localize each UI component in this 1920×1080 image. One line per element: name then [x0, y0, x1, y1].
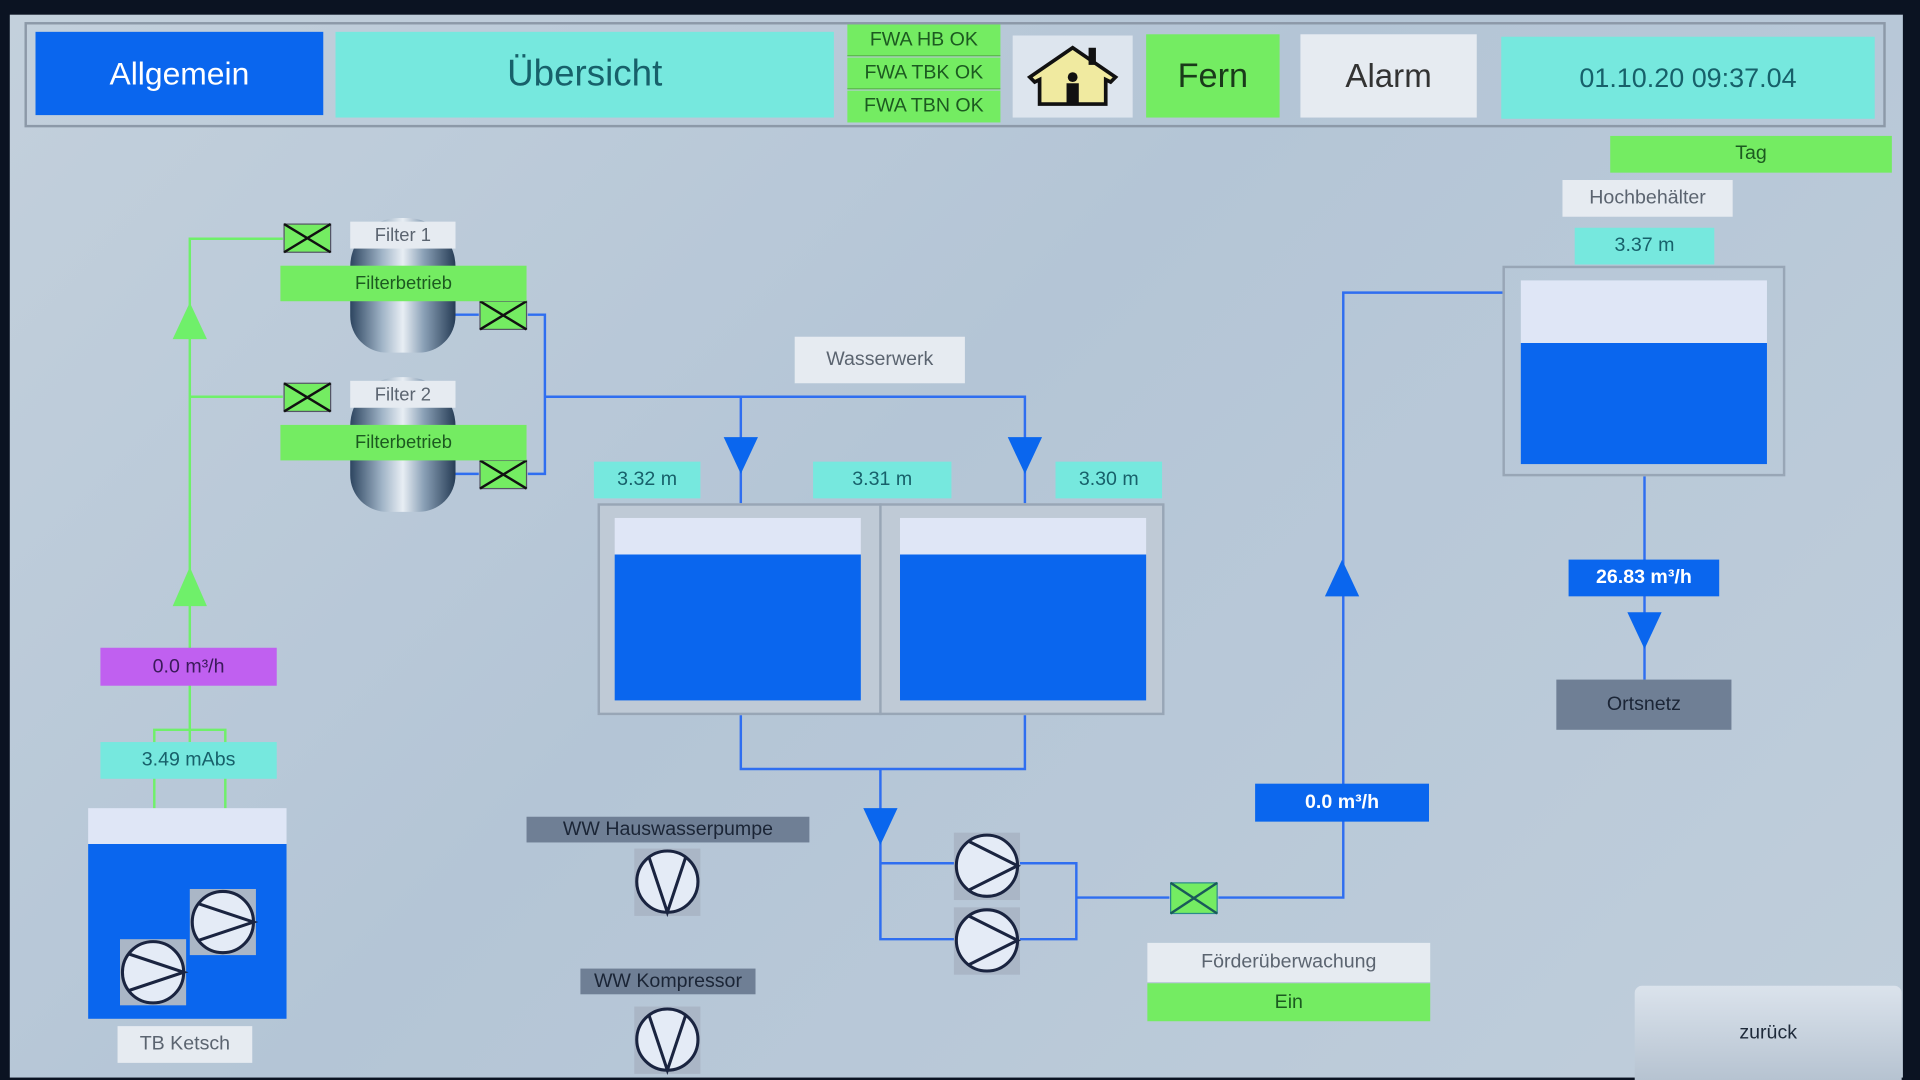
alarm-button[interactable]: Alarm	[1300, 34, 1477, 118]
filter-1-state: Filterbetrieb	[280, 265, 527, 302]
valve-icon[interactable]	[1169, 881, 1218, 915]
flow-arrows-blue	[723, 437, 1662, 845]
tb-ketsch-label: TB Ketsch	[117, 1026, 253, 1063]
foerderueberwachung-value[interactable]: Ein	[1147, 983, 1431, 1022]
valve-icon[interactable]	[283, 382, 332, 413]
tag-indicator: Tag	[1610, 135, 1892, 173]
hauswasserpumpe-label: WW Hauswasserpumpe	[526, 816, 810, 843]
status-fwa-tbn: FWA TBN OK	[847, 90, 1001, 123]
wasserwerk-label: Wasserwerk	[794, 336, 965, 384]
hochbehaelter-label: Hochbehälter	[1562, 180, 1733, 217]
clean-water-pipes	[455, 291, 1646, 941]
allgemein-button[interactable]: Allgemein	[35, 31, 324, 116]
pump-flow: 0.0 m³/h	[1255, 783, 1429, 822]
valve-icon[interactable]	[283, 223, 332, 254]
filter-2-label: Filter 2	[350, 380, 456, 408]
filter-2-state: Filterbetrieb	[280, 424, 527, 461]
wasserwerk-level-2: 3.31 m	[813, 461, 952, 499]
wasserwerk-divider	[879, 503, 882, 716]
tb-ketsch-tank[interactable]	[88, 808, 287, 1019]
hochbehaelter-flow-out: 26.83 m³/h	[1568, 559, 1720, 597]
kompressor-label: WW Kompressor	[580, 968, 756, 995]
house-icon	[1026, 45, 1119, 106]
foerderueberwachung-label: Förderüberwachung	[1147, 942, 1431, 983]
status-fwa-tbk: FWA TBK OK	[847, 57, 1001, 90]
valve-icon[interactable]	[479, 300, 528, 331]
tb-level: 3.49 mAbs	[100, 742, 277, 779]
status-fwa-hb: FWA HB OK	[847, 24, 1001, 57]
tb-flow: 0.0 m³/h	[100, 647, 277, 686]
wasserwerk-level-1: 3.32 m	[593, 461, 701, 499]
wasserwerk-level-3: 3.30 m	[1055, 461, 1163, 499]
home-button[interactable]	[1012, 35, 1133, 118]
wasserwerk-tank-2[interactable]	[900, 517, 1147, 701]
back-button[interactable]: zurück	[1634, 985, 1902, 1080]
page-title: Übersicht	[335, 31, 834, 118]
valve-icon[interactable]	[479, 459, 528, 490]
header-frame	[24, 22, 1886, 128]
flow-arrows-green	[172, 302, 207, 607]
hochbehaelter-tank[interactable]	[1520, 280, 1767, 465]
wasserwerk-tank-1[interactable]	[614, 517, 861, 701]
filter-1-label: Filter 1	[350, 221, 456, 249]
hochbehaelter-frame	[1502, 265, 1786, 477]
hochbehaelter-level: 3.37 m	[1574, 227, 1715, 265]
ortsnetz-block: Ortsnetz	[1556, 679, 1732, 730]
mode-fern-button[interactable]: Fern	[1146, 34, 1280, 118]
datetime-display: 01.10.20 09:37.04	[1501, 36, 1875, 119]
